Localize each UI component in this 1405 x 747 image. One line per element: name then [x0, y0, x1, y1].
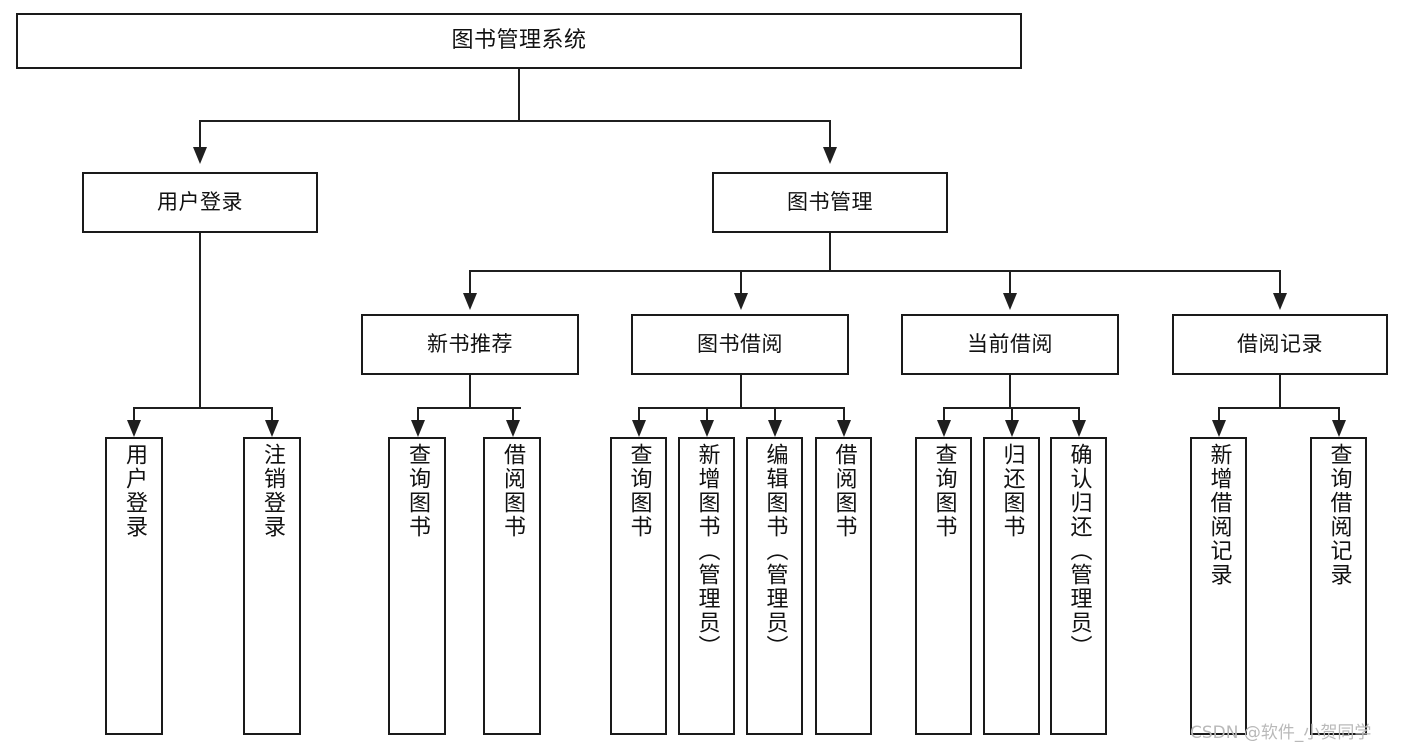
node-label: 编辑图书（管理员） — [762, 443, 788, 659]
connector-drop-new-book — [469, 270, 471, 295]
arrow-head-nb-leaf-2 — [506, 420, 520, 437]
connector-drop-borrow-record — [1279, 270, 1281, 295]
connector-drop-book-mgmt — [829, 120, 831, 147]
leaf-borrow-query-book[interactable]: 查询图书 — [610, 437, 667, 735]
node-label: 借阅记录 — [1237, 332, 1323, 357]
leaf-record-add[interactable]: 新增借阅记录 — [1190, 437, 1247, 735]
arrow-head-bb-leaf-1 — [632, 420, 646, 437]
arrow-head-bb-leaf-2 — [700, 420, 714, 437]
node-current-borrow[interactable]: 当前借阅 — [901, 314, 1119, 375]
arrow-head-leaf-user-login — [127, 420, 141, 437]
node-label: 注销登录 — [260, 443, 285, 539]
node-label: 图书管理系统 — [451, 28, 587, 54]
connector-drop-book-borrow — [740, 270, 742, 295]
leaf-new-book-query[interactable]: 查询图书 — [388, 437, 446, 735]
node-book-borrow[interactable]: 图书借阅 — [631, 314, 849, 375]
connector-drop-cb-leaf-1 — [943, 407, 945, 423]
arrow-head-current-borrow — [1003, 293, 1017, 310]
connector-level3-bus — [469, 270, 1281, 272]
node-label: 当前借阅 — [967, 332, 1053, 357]
node-label: 用户登录 — [157, 190, 243, 215]
leaf-record-query[interactable]: 查询借阅记录 — [1310, 437, 1367, 735]
connector-drop-user-login — [199, 120, 201, 147]
arrow-head-cb-leaf-3 — [1072, 420, 1086, 437]
arrow-head-bb-leaf-4 — [837, 420, 851, 437]
connector-drop-leaf-user-login — [133, 407, 135, 423]
arrow-head-cb-leaf-2 — [1005, 420, 1019, 437]
leaf-user-login[interactable]: 用户登录 — [105, 437, 163, 735]
leaf-borrow-borrow-book[interactable]: 借阅图书 — [815, 437, 872, 735]
connector-current-borrow-bus — [943, 407, 1078, 409]
connector-book-mgmt-stem — [829, 233, 831, 271]
arrow-head-bb-leaf-3 — [768, 420, 782, 437]
node-label: 借阅图书 — [831, 443, 857, 539]
node-label: 查询借阅记录 — [1326, 443, 1352, 587]
leaf-current-confirm-return[interactable]: 确认归还（管理员） — [1050, 437, 1107, 735]
connector-drop-bb-leaf-1 — [638, 407, 640, 423]
arrow-head-new-book — [463, 293, 477, 310]
connector-drop-cb-leaf-3 — [1078, 407, 1080, 423]
arrow-head-cb-leaf-1 — [937, 420, 951, 437]
watermark-text: CSDN @软件_小贺同学 — [1190, 723, 1372, 743]
connector-drop-cb-leaf-2 — [1011, 407, 1013, 423]
connector-drop-bb-leaf-3 — [774, 407, 776, 423]
connector-borrow-record-bus — [1218, 407, 1339, 409]
node-label: 查询图书 — [931, 443, 957, 539]
node-label: 归还图书 — [999, 443, 1025, 539]
arrow-head-br-leaf-2 — [1332, 420, 1346, 437]
arrow-head-user-login — [193, 147, 207, 164]
connector-drop-bb-leaf-4 — [843, 407, 845, 423]
node-root-system[interactable]: 图书管理系统 — [16, 13, 1022, 69]
node-label: 借阅图书 — [500, 443, 525, 539]
connector-new-book-bus — [417, 407, 521, 409]
connector-drop-bb-leaf-2 — [706, 407, 708, 423]
node-book-management[interactable]: 图书管理 — [712, 172, 948, 233]
leaf-borrow-add-book[interactable]: 新增图书（管理员） — [678, 437, 735, 735]
node-borrow-record[interactable]: 借阅记录 — [1172, 314, 1388, 375]
arrow-head-book-borrow — [734, 293, 748, 310]
node-label: 新书推荐 — [427, 332, 513, 357]
node-label: 图书管理 — [787, 190, 873, 215]
connector-drop-leaf-logout — [271, 407, 273, 423]
arrow-head-br-leaf-1 — [1212, 420, 1226, 437]
node-label: 查询图书 — [626, 443, 652, 539]
node-label: 图书借阅 — [697, 332, 783, 357]
connector-drop-current-borrow — [1009, 270, 1011, 295]
connector-drop-nb-leaf-1 — [417, 407, 419, 423]
connector-drop-nb-leaf-2 — [512, 407, 514, 423]
connector-level2-bus — [199, 120, 831, 122]
connector-book-borrow-bus — [638, 407, 844, 409]
connector-book-borrow-stem — [740, 375, 742, 408]
leaf-logout[interactable]: 注销登录 — [243, 437, 301, 735]
connector-root-stem — [518, 69, 520, 121]
leaf-current-query-book[interactable]: 查询图书 — [915, 437, 972, 735]
leaf-borrow-edit-book[interactable]: 编辑图书（管理员） — [746, 437, 803, 735]
node-label: 用户登录 — [122, 443, 147, 539]
node-label: 查询图书 — [405, 443, 430, 539]
connector-current-borrow-stem — [1009, 375, 1011, 408]
arrow-head-leaf-logout — [265, 420, 279, 437]
node-label: 新增图书（管理员） — [694, 443, 720, 659]
arrow-head-borrow-record — [1273, 293, 1287, 310]
leaf-current-return-book[interactable]: 归还图书 — [983, 437, 1040, 735]
node-user-login[interactable]: 用户登录 — [82, 172, 318, 233]
node-new-book-recommend[interactable]: 新书推荐 — [361, 314, 579, 375]
connector-drop-br-leaf-1 — [1218, 407, 1220, 423]
leaf-new-book-borrow[interactable]: 借阅图书 — [483, 437, 541, 735]
node-label: 新增借阅记录 — [1206, 443, 1232, 587]
arrow-head-book-mgmt — [823, 147, 837, 164]
connector-drop-br-leaf-2 — [1338, 407, 1340, 423]
connector-user-login-stem — [199, 233, 201, 408]
connector-borrow-record-stem — [1279, 375, 1281, 408]
connector-new-book-stem — [469, 375, 471, 408]
node-label: 确认归还（管理员） — [1066, 443, 1092, 659]
arrow-head-nb-leaf-1 — [411, 420, 425, 437]
connector-user-login-bus — [133, 407, 272, 409]
